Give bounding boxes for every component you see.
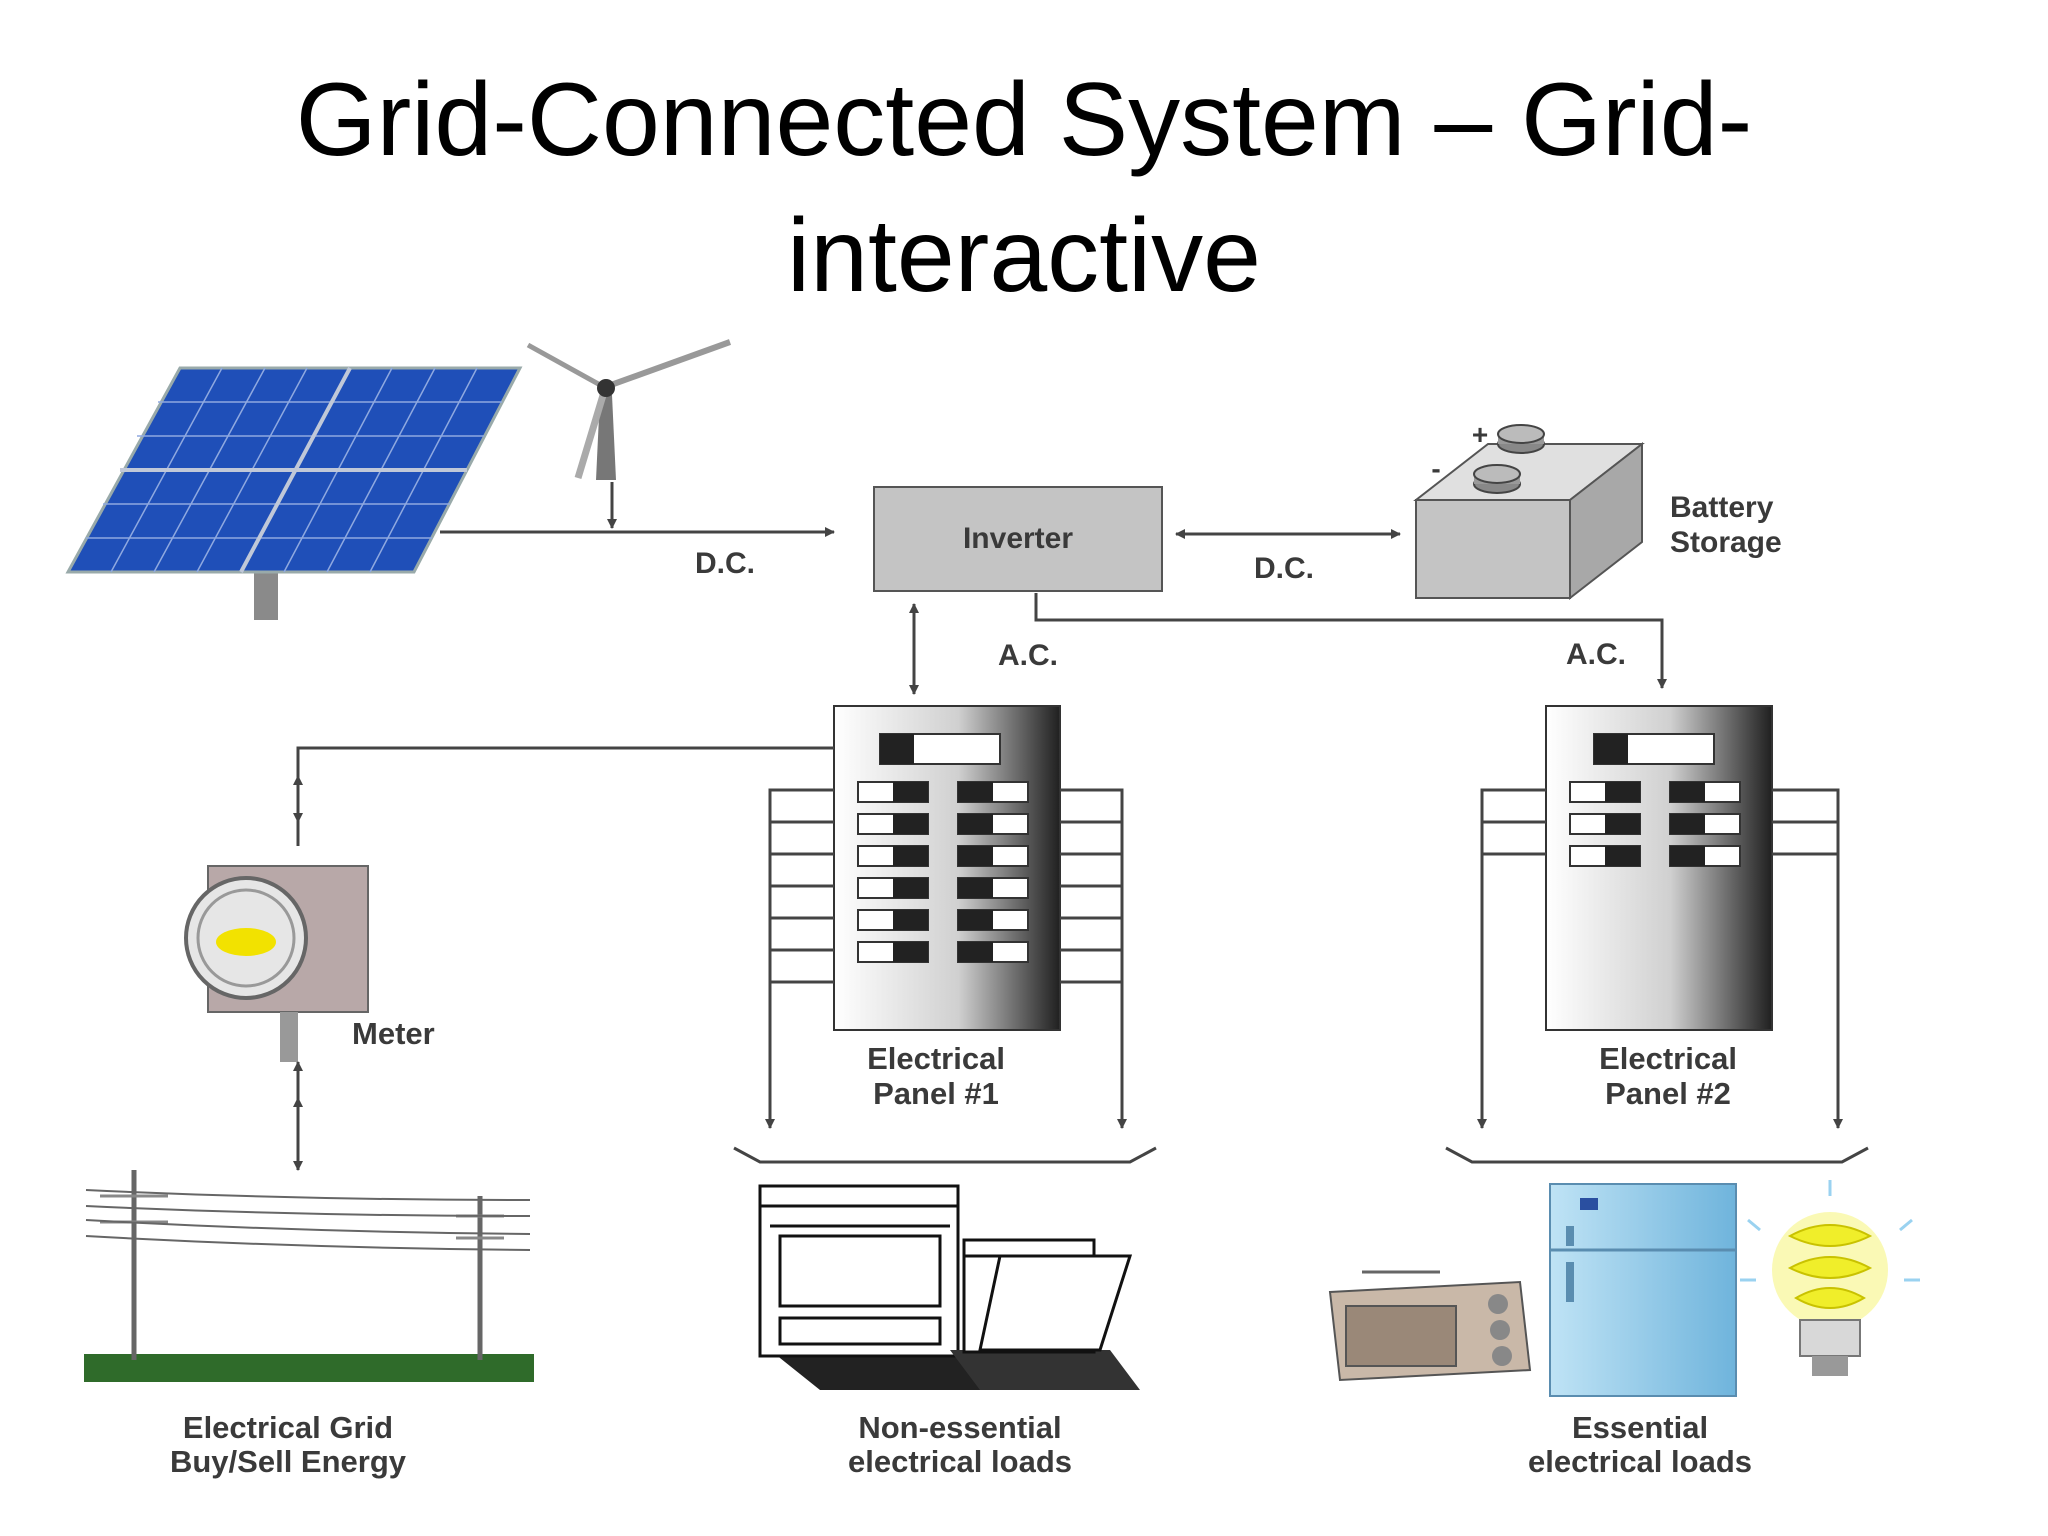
battery-label-line-1: Battery [1670,491,1774,524]
breaker-toggle [893,782,928,802]
battery-label-line-2: Storage [1670,526,1782,559]
battery-icon: + - [1413,419,1645,601]
breaker-toggle [1670,782,1705,802]
breaker-toggle [958,814,993,834]
breaker-toggle [893,910,928,930]
inverter-label: Inverter [963,522,1073,555]
breaker-toggle [958,910,993,930]
wind-turbine-icon [526,339,732,480]
essential-label-line-1: Essential [1572,1410,1708,1445]
electrical-panel-1 [765,705,1127,1129]
light-bulb-icon [1740,1180,1920,1376]
ac-label-left: A.C. [998,639,1058,672]
refrigerator-icon [1549,1183,1737,1397]
page-title: Grid-Connected System – Grid- interactiv… [0,52,2048,324]
power-lines-icon [84,1170,534,1382]
stove-icon [758,1184,1010,1390]
dc-label-left: D.C. [695,547,755,580]
breaker-toggle [1605,846,1640,866]
dc-label-right: D.C. [1254,552,1314,585]
title-line-2: interactive [787,198,1261,314]
breaker-toggle [893,846,928,866]
electrical-panel-2 [1477,705,1843,1129]
breaker-toggle [958,782,993,802]
breaker-toggle [958,942,993,962]
battery-minus-label: - [1431,453,1440,484]
panel2-label-line-1: Electrical [1599,1041,1737,1076]
grid-label-line-1: Electrical Grid [183,1410,393,1445]
panel2-label-line-2: Panel #2 [1605,1076,1731,1111]
solar-panel-icon [65,366,523,620]
breaker-toggle [893,878,928,898]
title-line-1: Grid-Connected System – Grid- [295,62,1753,178]
panel1-label-line-2: Panel #1 [873,1076,999,1111]
meter-label: Meter [352,1016,435,1051]
breaker-toggle [958,878,993,898]
grid-label-line-2: Buy/Sell Energy [170,1444,407,1479]
battery-plus-label: + [1472,419,1488,450]
breaker-toggle [1605,782,1640,802]
dishwasher-icon [950,1238,1140,1390]
breaker-toggle [1670,846,1705,866]
inverter-box: Inverter [873,486,1163,592]
breaker-toggle [1670,814,1705,834]
essential-label-line-2: electrical loads [1528,1444,1752,1479]
meter-icon [184,865,369,1062]
breaker-toggle [1605,814,1640,834]
radio-icon [1328,1270,1532,1382]
nonessential-label-line-2: electrical loads [848,1444,1072,1479]
breaker-toggle [893,814,928,834]
ac-label-right: A.C. [1566,638,1626,671]
panel1-label-line-1: Electrical [867,1041,1005,1076]
breaker-toggle [893,942,928,962]
breaker-toggle [958,846,993,866]
nonessential-label-line-1: Non-essential [858,1410,1061,1445]
